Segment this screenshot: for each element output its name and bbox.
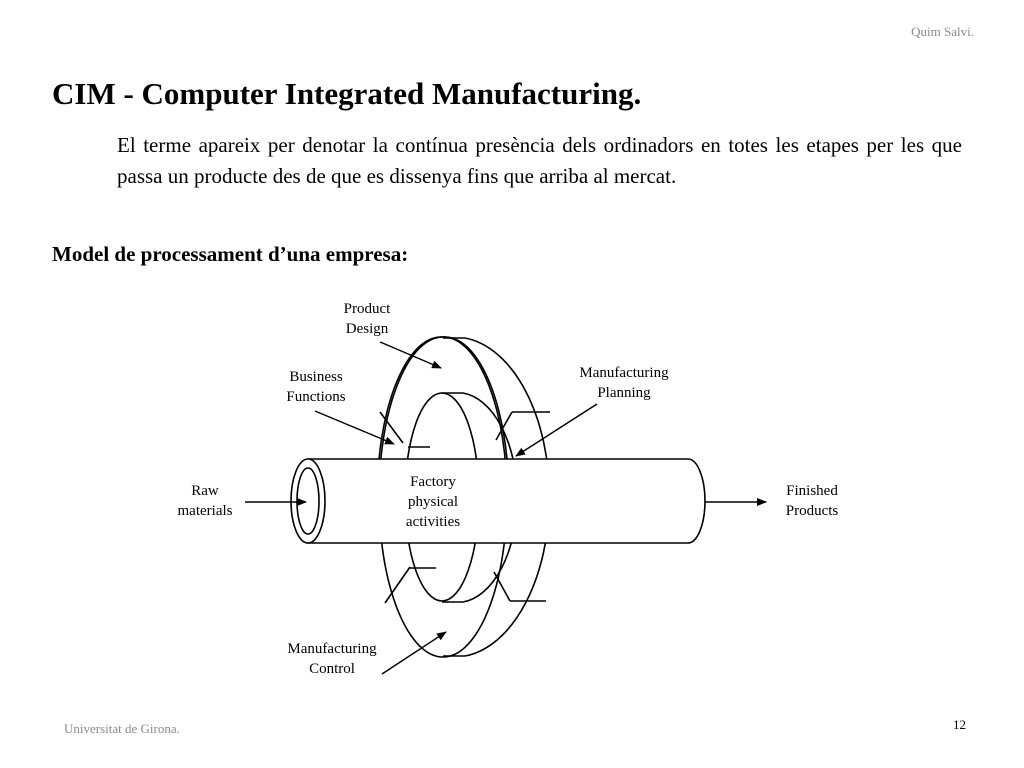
- ring-divider-upper-left: [379, 411, 404, 444]
- manufacturing-planning-label: Manufacturing Planning: [579, 365, 669, 401]
- arrow-manufacturing-planning: [515, 403, 598, 457]
- footer-institution: Universitat de Girona.: [64, 721, 180, 736]
- intro-paragraph: El terme apareix per denotar la contínua…: [117, 133, 962, 188]
- slide-title: CIM - Computer Integrated Manufacturing.: [52, 76, 642, 111]
- arrow-business-functions: [314, 410, 395, 445]
- manufacturing-control-label: Manufacturing Control: [287, 641, 377, 677]
- business-functions-label: Business Functions: [286, 369, 346, 405]
- raw-materials-label: Raw materials: [177, 483, 233, 519]
- finished-products-label: Finished Products: [785, 483, 839, 519]
- ring-divider-lower-left: [384, 566, 411, 604]
- ring-right-divider-bottom: [493, 571, 511, 602]
- model-subheading: Model de processament d’una empresa:: [52, 242, 409, 266]
- ring-right-divider-top: [495, 411, 513, 441]
- ring-front-upper-overlay: [378, 336, 508, 460]
- arrow-product-design: [379, 341, 442, 369]
- product-design-label: Product Design: [343, 301, 391, 337]
- author-label: Quim Salvi.: [911, 24, 974, 39]
- pipe-body: [307, 458, 706, 544]
- pipe-inlet-inner: [296, 467, 320, 535]
- factory-activities-label: Factory physical activities: [405, 474, 461, 530]
- page-number: 12: [953, 717, 966, 732]
- arrow-manufacturing-control: [381, 631, 447, 675]
